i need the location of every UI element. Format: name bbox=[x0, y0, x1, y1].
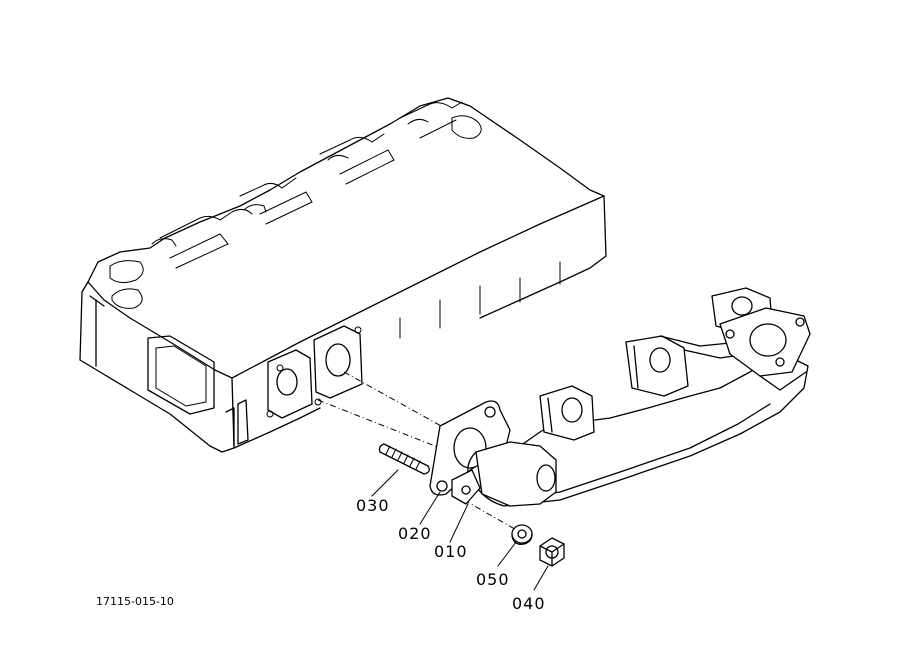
callout-050: 050 bbox=[476, 570, 510, 589]
callout-030: 030 bbox=[356, 496, 390, 515]
alignment-lines bbox=[317, 371, 521, 533]
callout-020: 020 bbox=[398, 524, 432, 543]
callout-040: 040 bbox=[512, 594, 546, 613]
cylinder-head bbox=[79, 97, 607, 453]
drawing-code: 17115-015-10 bbox=[96, 595, 174, 608]
washer bbox=[511, 524, 533, 545]
hex-nut bbox=[539, 537, 565, 567]
stud-bolt bbox=[378, 443, 430, 475]
exhaust-manifold bbox=[451, 287, 811, 507]
callout-010: 010 bbox=[434, 542, 468, 561]
leader-lines bbox=[371, 469, 549, 591]
